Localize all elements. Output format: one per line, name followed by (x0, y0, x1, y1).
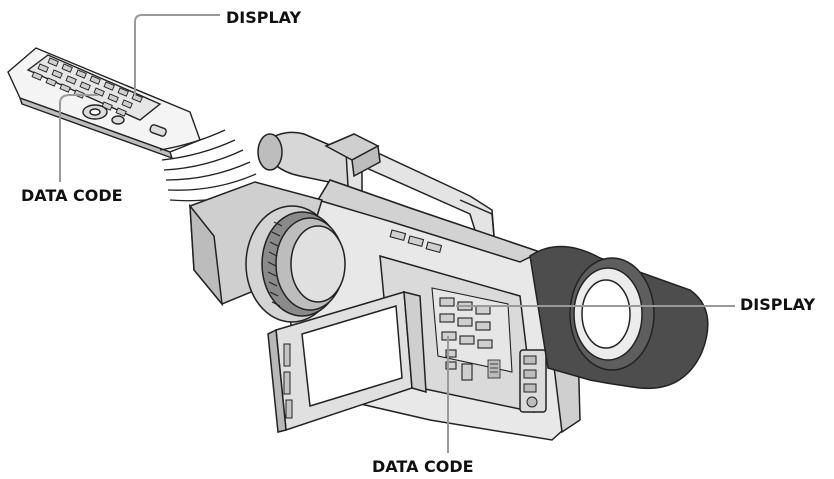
lcd-panel (267, 291, 427, 433)
leader-lines (59, 14, 735, 453)
remote-commander (7, 47, 201, 160)
leader-line-remote-display (134, 14, 220, 95)
remote-display-label: DISPLAY (226, 8, 302, 27)
leader-line-remote-datacode (59, 94, 98, 182)
eyecup (529, 245, 709, 390)
camera-data-code-label: DATA CODE (372, 457, 474, 476)
remote-data-code-label: DATA CODE (21, 186, 123, 205)
camera-display-label: DISPLAY (740, 295, 816, 314)
